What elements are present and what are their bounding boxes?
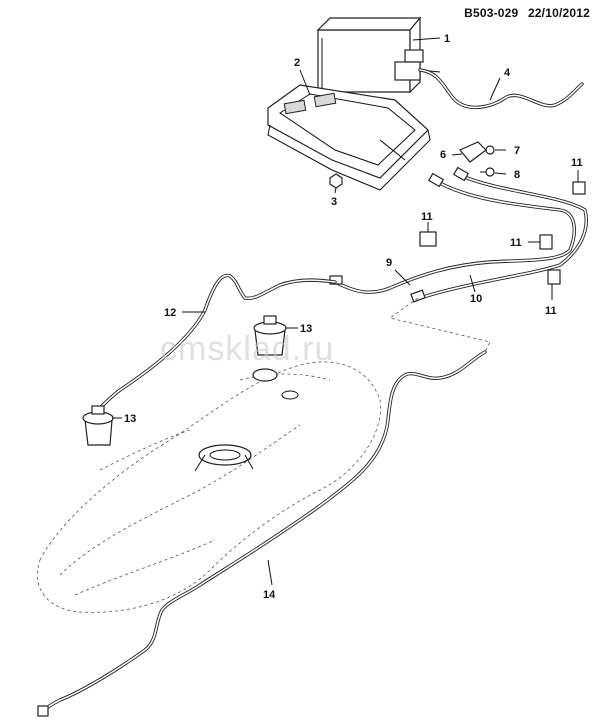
- callout-11-c: 11: [510, 237, 522, 249]
- callout-12: 12: [164, 307, 176, 319]
- callout-4: 4: [504, 67, 511, 79]
- callout-8: 8: [514, 169, 520, 181]
- clip-6: [459, 141, 487, 163]
- fuel-pipe-14: [37, 350, 487, 717]
- clip-11-mid: [419, 231, 437, 247]
- diagram-code: B503-029: [464, 6, 519, 20]
- clip-11-top: [572, 181, 586, 195]
- clip-11-right: [539, 234, 553, 250]
- callout-13-a: 13: [300, 323, 312, 335]
- callout-2: 2: [294, 57, 300, 69]
- callout-10: 10: [470, 293, 482, 305]
- vapor-pipes: [329, 166, 588, 303]
- connection-guide: [389, 297, 491, 353]
- callout-11-a: 11: [571, 157, 583, 169]
- callout-14: 14: [263, 589, 276, 601]
- callout-9: 9: [386, 257, 392, 269]
- watermark: cmsklad.ru: [160, 330, 335, 368]
- callout-3: 3: [331, 196, 337, 208]
- bolt-8: [480, 167, 495, 177]
- callout-7: 7: [514, 145, 520, 157]
- vent-hose-4: [418, 68, 584, 109]
- evap-canister: [316, 16, 441, 94]
- diagram-date: 22/10/2012: [527, 6, 590, 20]
- callout-13-b: 13: [124, 413, 136, 425]
- bolt-3: [329, 173, 343, 189]
- canister-bracket: [267, 84, 431, 191]
- leader-lines: [112, 37, 579, 586]
- callout-11-b: 11: [421, 211, 433, 223]
- rollover-valve-lower: [82, 405, 114, 446]
- callout-1: 1: [444, 33, 450, 45]
- fuel-pipe-12: [98, 273, 337, 410]
- fuel-tank: [37, 361, 382, 613]
- callout-11-d: 11: [545, 305, 557, 317]
- callout-labels: 1 2 3 4 6 7 8 9 10 11 11 11 11 12 13 13 …: [124, 33, 583, 601]
- nut-7: [485, 145, 495, 155]
- diagram-header: B503-029 22/10/2012: [464, 6, 590, 20]
- callout-6: 6: [440, 149, 446, 161]
- clip-11-bottom: [547, 269, 561, 285]
